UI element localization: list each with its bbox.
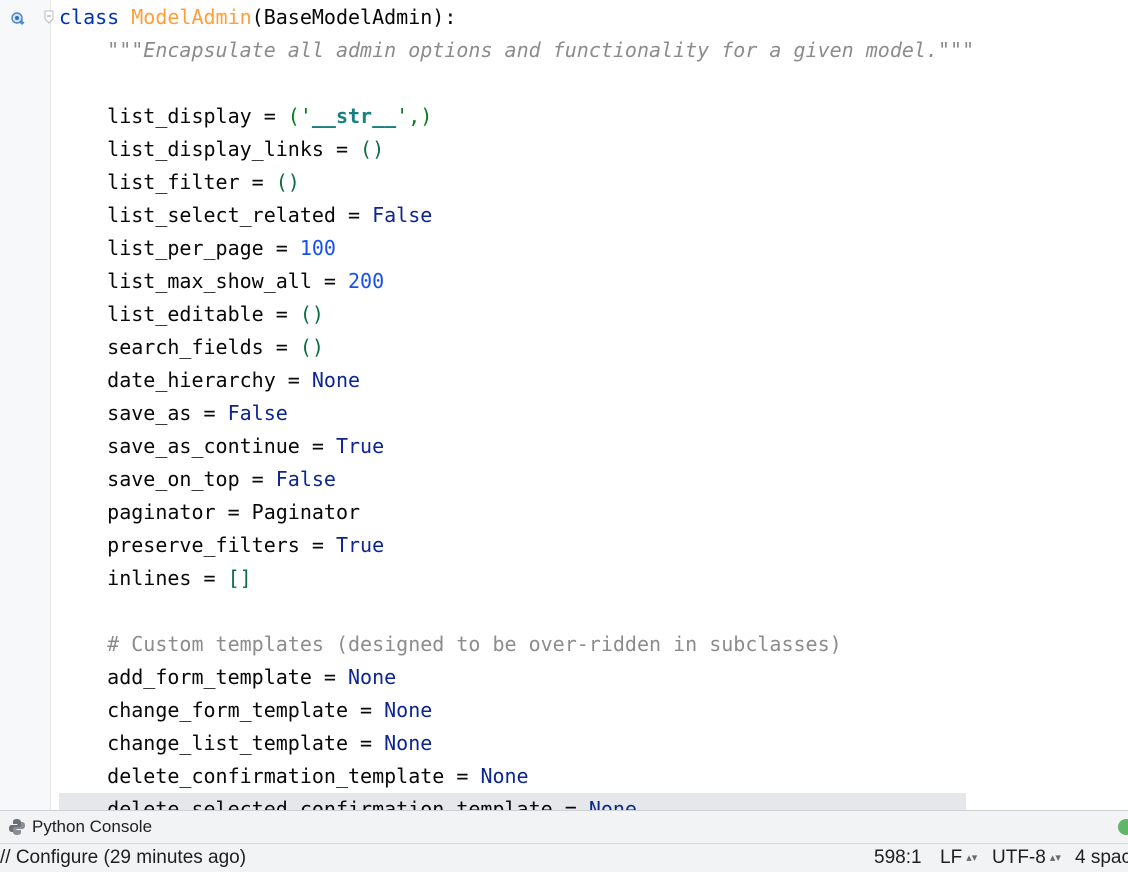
code-token (59, 38, 107, 62)
code-token: () (275, 170, 300, 194)
status-bar: // Configure (29 minutes ago) 598:1 LF▴▾… (0, 843, 1128, 872)
code-token: list_select_related = (59, 203, 373, 227)
code-line[interactable]: inlines = [] (59, 562, 252, 595)
code-line[interactable]: # Custom templates (designed to be over-… (59, 628, 842, 661)
code-token: save_as = (59, 401, 228, 425)
line-ending-label: LF (940, 847, 963, 869)
code-line[interactable]: date_hierarchy = None (59, 364, 360, 397)
implemented-method-icon[interactable] (10, 10, 26, 26)
code-token: list_filter = (59, 170, 276, 194)
caret-position[interactable]: 598:1 (874, 847, 922, 868)
code-editor[interactable]: class ModelAdmin(BaseModelAdmin): """Enc… (0, 0, 1128, 810)
code-line[interactable]: """Encapsulate all admin options and fun… (59, 34, 974, 67)
code-token: [] (227, 566, 252, 590)
fold-marker-icon[interactable] (44, 10, 54, 24)
code-token: __str__ (311, 104, 397, 128)
code-line[interactable]: list_display_links = () (59, 133, 384, 166)
code-line[interactable]: preserve_filters = True (59, 529, 384, 562)
code-token: None (384, 698, 433, 722)
code-token: (BaseModelAdmin): (251, 5, 457, 29)
code-token: None (480, 764, 529, 788)
encoding-label: UTF-8 (992, 847, 1046, 869)
code-token: # Custom templates (designed to be over-… (59, 632, 842, 656)
code-token: search_fields = (59, 335, 300, 359)
code-token: paginator = Paginator (59, 500, 361, 524)
line-ending-selector[interactable]: LF▴▾ (940, 844, 977, 872)
code-token: True (335, 434, 385, 458)
code-line[interactable]: list_editable = () (59, 298, 324, 331)
code-token: (' (287, 104, 312, 128)
code-token: True (335, 533, 385, 557)
code-line[interactable]: delete_confirmation_template = None (59, 760, 529, 793)
current-code-line[interactable]: delete_selected_confirmation_template = … (59, 793, 966, 810)
code-token: add_form_template = (59, 665, 348, 689)
indent-selector[interactable]: 4 spac (1075, 847, 1128, 868)
code-token: change_form_template = (59, 698, 385, 722)
code-line[interactable]: save_as = False (59, 397, 288, 430)
code-token: 100 (299, 236, 336, 260)
code-token: delete_confirmation_template = (59, 764, 481, 788)
code-token: list_display_links = (59, 137, 361, 161)
status-indicator-icon[interactable] (1118, 819, 1128, 835)
code-line[interactable]: search_fields = () (59, 331, 324, 364)
tool-window-bar: Python Console (0, 810, 1128, 843)
code-line[interactable]: save_on_top = False (59, 463, 336, 496)
code-token: False (372, 203, 433, 227)
code-token: list_display = (59, 104, 288, 128)
code-line[interactable]: list_display = ('__str__',) (59, 100, 432, 133)
code-area[interactable]: class ModelAdmin(BaseModelAdmin): """Enc… (59, 0, 1128, 810)
code-token: 200 (347, 269, 385, 293)
code-token: class (59, 5, 132, 29)
code-token: () (299, 335, 324, 359)
code-token: None (347, 665, 397, 689)
python-console-tab[interactable]: Python Console (8, 817, 152, 837)
code-line[interactable]: list_filter = () (59, 166, 300, 199)
code-line[interactable]: paginator = Paginator (59, 496, 360, 529)
python-console-label: Python Console (32, 817, 153, 836)
code-token: None (311, 368, 361, 392)
code-token: list_per_page = (59, 236, 300, 260)
up-down-arrows-icon: ▴▾ (966, 852, 978, 864)
code-token: delete_selected_confirmation_template = (59, 797, 589, 810)
code-token: list_editable = (59, 302, 300, 326)
code-token: () (299, 302, 324, 326)
up-down-arrows-icon: ▴▾ (1049, 852, 1061, 864)
code-token: None (588, 797, 637, 810)
code-line[interactable]: list_max_show_all = 200 (59, 265, 384, 298)
code-line[interactable]: list_select_related = False (59, 199, 432, 232)
code-token: False (227, 401, 288, 425)
code-token: ModelAdmin (131, 5, 252, 29)
code-line[interactable]: change_list_template = None (59, 727, 432, 760)
code-token: save_on_top = (59, 467, 276, 491)
code-line[interactable]: class ModelAdmin(BaseModelAdmin): (59, 1, 456, 34)
code-token: () (360, 137, 385, 161)
code-token: """Encapsulate all admin options and fun… (107, 38, 975, 62)
code-token: inlines = (59, 566, 228, 590)
code-token: preserve_filters = (59, 533, 336, 557)
code-token: save_as_continue = (59, 434, 336, 458)
code-token: None (384, 731, 433, 755)
code-token: ',) (396, 104, 433, 128)
code-line[interactable]: change_form_template = None (59, 694, 432, 727)
code-token: list_max_show_all = (59, 269, 348, 293)
code-token: date_hierarchy = (59, 368, 312, 392)
code-token: False (275, 467, 336, 491)
code-line[interactable]: add_form_template = None (59, 661, 396, 694)
code-token: change_list_template = (59, 731, 385, 755)
status-message[interactable]: // Configure (29 minutes ago) (0, 847, 247, 868)
editor-gutter[interactable] (0, 0, 54, 810)
code-line[interactable]: save_as_continue = True (59, 430, 384, 463)
code-line[interactable]: list_per_page = 100 (59, 232, 336, 265)
encoding-selector[interactable]: UTF-8▴▾ (992, 844, 1061, 872)
python-icon (9, 819, 25, 835)
